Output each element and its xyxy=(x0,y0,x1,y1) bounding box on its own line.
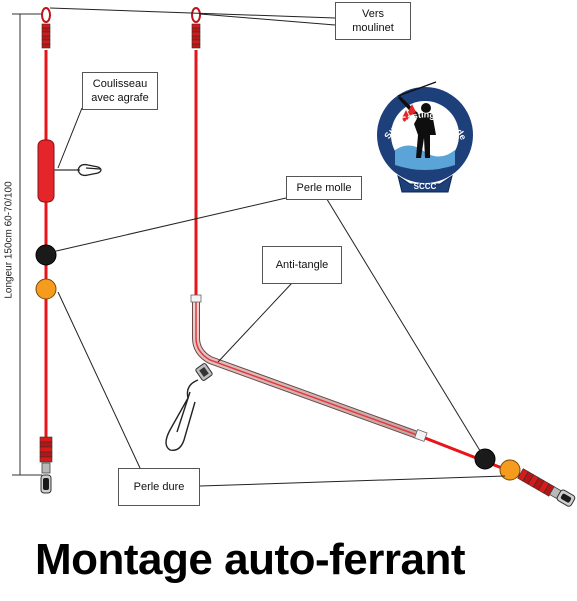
slider xyxy=(37,139,55,203)
label-coulisseau: Coulisseau avec agrafe xyxy=(82,72,158,110)
logo-ribbon xyxy=(397,174,453,193)
fisherman-silhouette xyxy=(398,96,436,158)
left-soft-bead xyxy=(35,244,57,266)
slider-clip xyxy=(77,163,102,177)
left-top-knot xyxy=(41,23,51,49)
left-top-eye xyxy=(41,7,51,23)
leader-lines xyxy=(49,7,506,487)
right-swivel xyxy=(549,486,576,507)
left-rig xyxy=(35,7,102,494)
right-soft-bead xyxy=(474,448,496,470)
left-swivel xyxy=(40,462,52,494)
left-bottom-knot xyxy=(39,436,53,463)
right-hard-bead xyxy=(499,459,521,481)
length-label: Longeur 150cm 60-70/100 xyxy=(3,181,15,299)
label-anti-tangle: Anti-tangle xyxy=(262,246,342,284)
right-bottom-knot xyxy=(517,468,555,497)
logo-abbr: SCCC xyxy=(414,182,437,191)
right-top-eye xyxy=(191,7,201,23)
right-rig xyxy=(165,7,576,507)
right-top-knot xyxy=(191,23,201,49)
page-title: Montage auto-ferrant xyxy=(35,535,466,584)
label-perle-dure: Perle dure xyxy=(118,468,200,506)
tube-snap xyxy=(165,379,199,451)
label-perle-molle: Perle molle xyxy=(286,176,362,200)
tube-top-cap xyxy=(190,294,202,303)
length-bracket xyxy=(12,13,42,476)
left-hard-bead xyxy=(35,278,57,300)
label-vers-moulinet: Vers moulinet xyxy=(335,2,411,40)
tube-swivel xyxy=(195,363,213,381)
